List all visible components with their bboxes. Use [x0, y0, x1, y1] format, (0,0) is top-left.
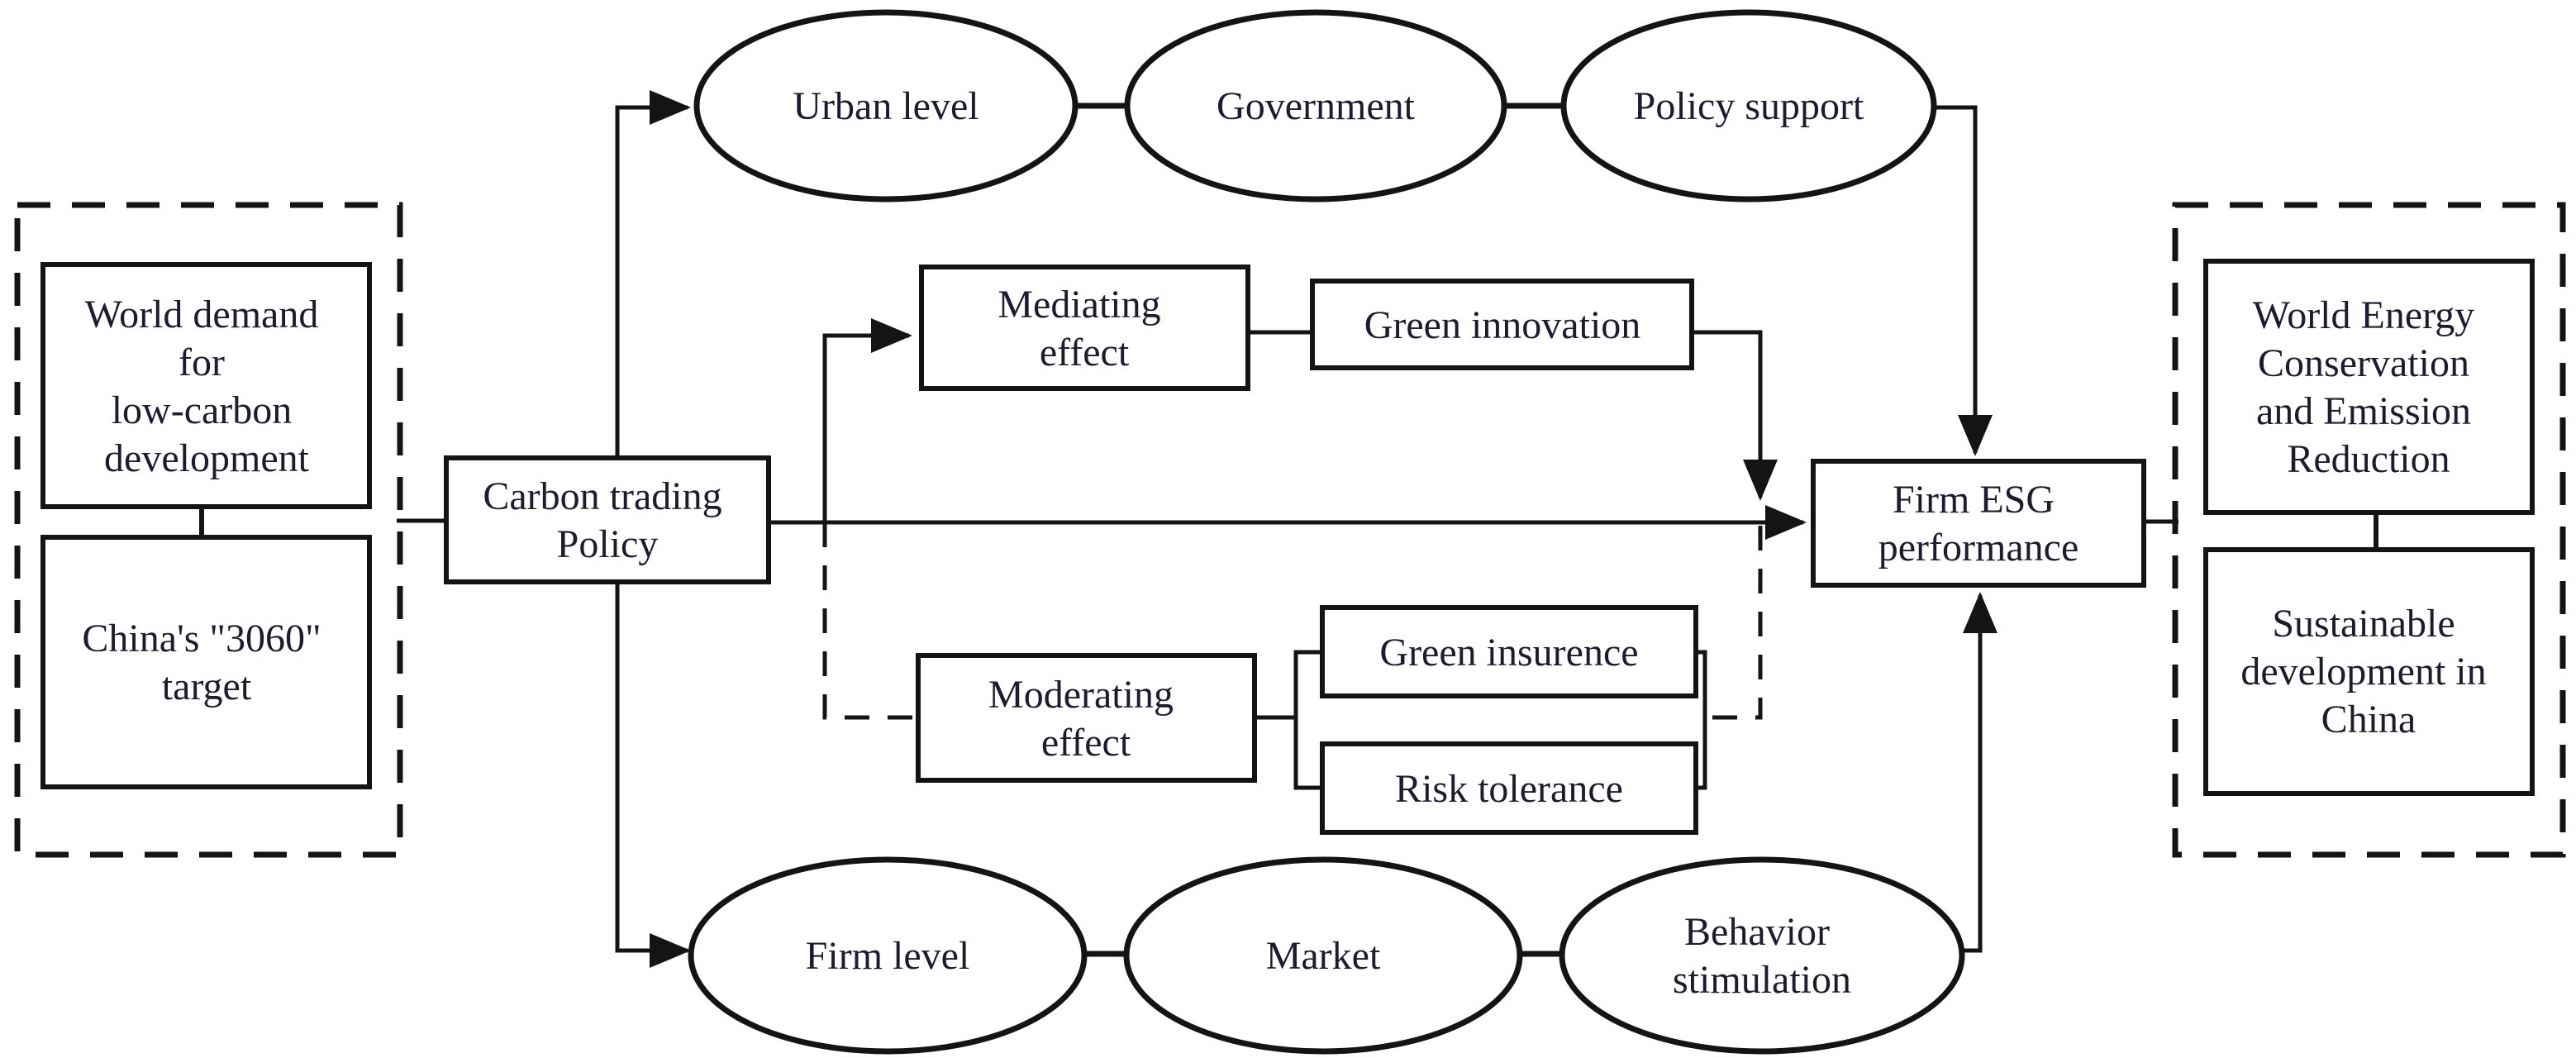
risk-tolerance-label: Risk tolerance — [1395, 767, 1623, 811]
behavior-stimulation-ellipse — [1559, 856, 1965, 1055]
policy-to-urban-arrow — [615, 90, 691, 458]
moderating-path: Moderating effect Green insurence Risk t… — [916, 605, 1698, 835]
world-demand-label-line: for — [179, 341, 225, 384]
policy-support-label: Policy support — [1634, 84, 1864, 128]
moderating-right-bracket — [1696, 650, 1707, 790]
moderating-effect-label-line: effect — [1041, 721, 1131, 765]
carbon-policy-box — [444, 455, 771, 584]
carbon-policy-label-line: Carbon trading — [483, 474, 721, 518]
world-demand-label-line: development — [104, 436, 310, 480]
carbon-policy-node: Carbon trading Policy — [444, 455, 771, 584]
moderating-left-bracket — [1255, 650, 1322, 790]
world-energy-label: World Energy Conservation and Emission R… — [2253, 293, 2485, 481]
behavior-to-esg-arrow — [1955, 592, 1997, 953]
world-demand-label: World demand for low-carbon development — [85, 293, 329, 480]
sustainable-label-line: Sustainable — [2272, 602, 2455, 646]
firm-esg-box — [1811, 459, 2146, 588]
world-energy-label-line: Conservation — [2258, 341, 2469, 385]
carbon-policy-label-line: Policy — [557, 522, 659, 566]
government-ellipse — [1124, 9, 1507, 203]
green-innovation-box — [1310, 279, 1694, 370]
mediating-effect-label-line: effect — [1040, 331, 1130, 374]
sustainable-label-line: China — [2321, 698, 2416, 741]
right-group-dashed-border — [2172, 202, 2566, 858]
mediating-effect-label: Mediating effect — [998, 283, 1170, 374]
sustainable-label-line: development in — [2240, 650, 2486, 693]
firm-esg-label-line: performance — [1878, 526, 2079, 570]
market-ellipse — [1123, 856, 1523, 1055]
behavior-stimulation-label-line: stimulation — [1673, 958, 1851, 1002]
mediating-effect-box — [919, 264, 1250, 391]
green-innovation-return-arrow — [1692, 330, 1778, 501]
behavior-stimulation-label: Behavior stimulation — [1673, 910, 1851, 1002]
policy-support-ellipse — [1560, 9, 1937, 203]
world-energy-label-line: World Energy — [2253, 293, 2475, 337]
firm-esg-label-line: Firm ESG — [1893, 478, 2055, 522]
world-demand-label-line: World demand — [85, 293, 319, 336]
policy-to-mediating-arrow — [822, 318, 912, 522]
world-demand-label-line: low-carbon — [112, 388, 293, 432]
world-demand-box — [40, 262, 372, 509]
moderating-effect-box — [916, 653, 1257, 783]
world-energy-label-line: Reduction — [2287, 437, 2450, 481]
risk-tolerance-box — [1320, 741, 1698, 835]
firm-channel-row: Firm level Market Behavior stimulation — [688, 856, 1965, 1055]
market-label: Market — [1266, 934, 1381, 978]
sustainable-box — [2203, 547, 2535, 796]
policy-support-to-esg-arrow — [1934, 105, 1993, 456]
left-antecedents-group: World demand for low-carbon development … — [14, 202, 403, 858]
policy-to-moderating-dashed-line — [822, 522, 914, 720]
mediating-effect-label-line: Mediating — [998, 283, 1160, 326]
world-energy-label-line: and Emission — [2256, 389, 2471, 433]
urban-level-label: Urban level — [793, 84, 978, 128]
green-insurence-box — [1320, 605, 1698, 698]
firm-esg-label: Firm ESG performance — [1878, 478, 2079, 570]
right-outcomes-group: World Energy Conservation and Emission R… — [2172, 202, 2566, 858]
firm-level-ellipse — [688, 856, 1088, 1055]
moderating-return-dashed-line — [1705, 526, 1763, 720]
mediating-path: Mediating effect Green innovation — [919, 264, 1694, 391]
policy-to-firm-arrow — [615, 582, 691, 968]
china-target-label-line: target — [162, 665, 252, 708]
firm-esg-node: Firm ESG performance — [1811, 459, 2146, 588]
urban-channel-row: Urban level Government Policy support — [693, 9, 1937, 203]
left-group-dashed-border — [14, 202, 403, 858]
green-innovation-label: Green innovation — [1364, 303, 1641, 347]
moderating-effect-label: Moderating effect — [988, 673, 1183, 765]
government-label: Government — [1217, 84, 1416, 128]
china-target-label: China's "3060" target — [82, 617, 331, 708]
carbon-policy-label: Carbon trading Policy — [483, 474, 731, 566]
behavior-stimulation-label-line: Behavior — [1684, 910, 1830, 954]
china-target-label-line: China's "3060" — [82, 617, 321, 660]
sustainable-label: Sustainable development in China — [2240, 602, 2496, 741]
china-target-box — [40, 535, 372, 789]
urban-level-ellipse — [693, 9, 1078, 203]
green-insurence-label: Green insurence — [1379, 631, 1638, 674]
moderating-effect-label-line: Moderating — [988, 673, 1174, 717]
world-energy-box — [2203, 259, 2535, 515]
firm-level-label: Firm level — [806, 934, 970, 978]
